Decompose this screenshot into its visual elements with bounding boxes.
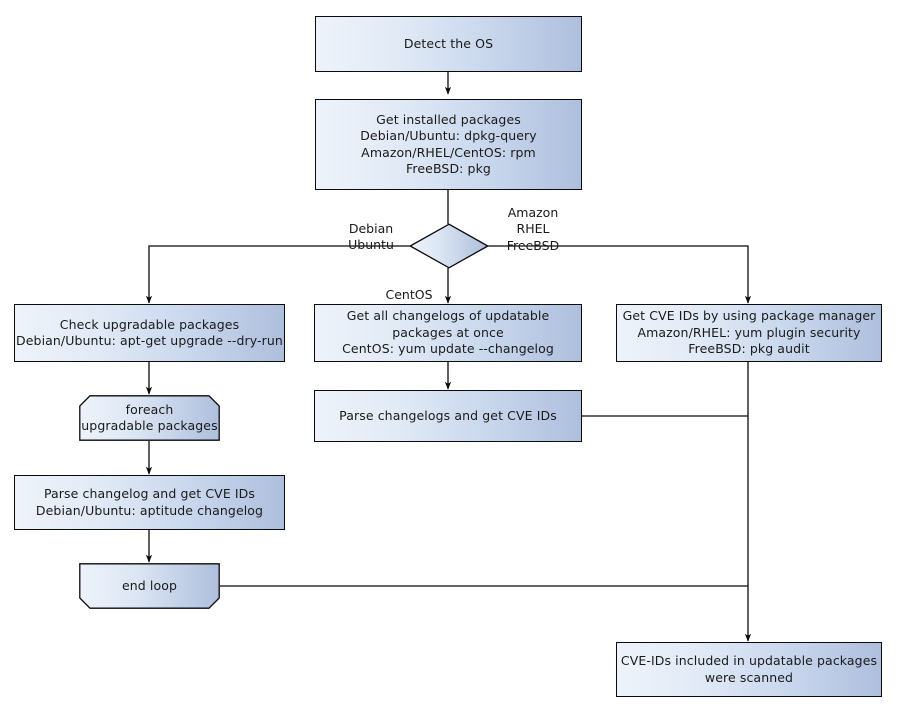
node-parse-changelog-get-cve-ids[interactable]: Parse changelog and get CVE IDs Debian/U… [14,475,285,530]
edge-decision-to-check-upgradable [145,245,410,304]
node-get-all-changelogs-label: Get all changelogs of updatable packages… [342,308,554,357]
node-get-installed-packages[interactable]: Get installed packages Debian/Ubuntu: dp… [315,99,582,190]
node-foreach-upgradable-packages[interactable]: foreach upgradable packages [79,395,220,441]
node-check-upgradable-packages[interactable]: Check upgradable packages Debian/Ubuntu:… [14,304,285,362]
edge-label-debian-ubuntu-text: Debian Ubuntu [348,220,394,253]
node-check-upgradable-packages-label: Check upgradable packages Debian/Ubuntu:… [16,316,283,349]
node-detect-os-label: Detect the OS [403,35,494,51]
node-parse-changelogs-get-cve-ids-label: Parse changelogs and get CVE IDs [339,407,557,423]
node-get-all-changelogs[interactable]: Get all changelogs of updatable packages… [314,304,582,362]
edge-label-amazon-rhel-freebsd: Amazon RHEL FreeBSD [493,188,573,254]
node-detect-os[interactable]: Detect the OS [315,16,582,72]
node-cve-ids-scanned-label: CVE-IDs included in updatable packages w… [620,653,878,685]
node-cve-ids-scanned[interactable]: CVE-IDs included in updatable packages w… [616,642,882,697]
edge-label-centos-text: CentOS [385,286,433,302]
node-end-loop[interactable]: end loop [79,563,220,609]
edge-label-amazon-rhel-freebsd-text: Amazon RHEL FreeBSD [506,204,560,253]
node-end-loop-label: end loop [121,577,178,593]
loop-end-shape [79,563,220,609]
loop-start-shape [79,395,220,441]
edge-decision-to-get-cve-pm [488,245,752,304]
node-get-cve-ids-package-manager-label: Get CVE IDs by using package manager Ama… [622,308,876,357]
node-foreach-upgradable-packages-label: foreach upgradable packages [81,401,218,434]
decision-diamond-shape [408,223,490,269]
edge-label-debian-ubuntu: Debian Ubuntu [336,204,406,254]
edge-label-centos: CentOS [378,270,440,303]
node-os-decision[interactable] [408,223,490,269]
node-get-cve-ids-package-manager[interactable]: Get CVE IDs by using package manager Ama… [616,304,882,362]
node-get-installed-packages-label: Get installed packages Debian/Ubuntu: dp… [360,111,537,177]
node-parse-changelogs-get-cve-ids[interactable]: Parse changelogs and get CVE IDs [314,390,582,442]
node-parse-changelog-get-cve-ids-label: Parse changelog and get CVE IDs Debian/U… [35,486,264,518]
